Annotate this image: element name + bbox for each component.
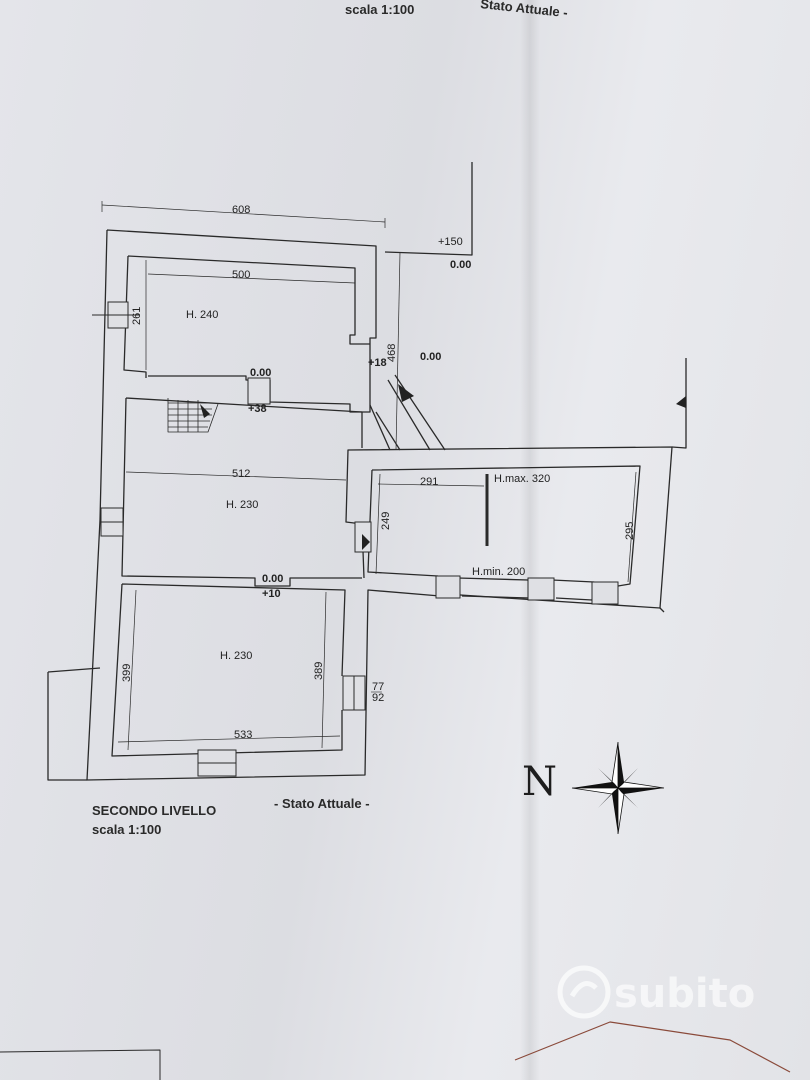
window-east-1 — [435, 575, 461, 599]
level-plus10: +10 — [262, 588, 281, 600]
caption-state: - Stato Attuale - — [274, 796, 370, 811]
door-room1 — [247, 377, 271, 405]
walls — [0, 162, 791, 1080]
level-step-zero: 0.00 — [250, 367, 271, 379]
arrows — [200, 384, 686, 550]
east-hmax-label: H.max. 320 — [494, 473, 550, 485]
room3-inner — [111, 583, 346, 757]
north-label: N — [522, 759, 557, 805]
dim-east-depth-left: 249 — [380, 512, 392, 530]
dim-middle-width: 512 — [232, 468, 250, 480]
boundary-line — [384, 162, 687, 613]
level-corr-zero: 0.00 — [420, 351, 441, 363]
stair — [167, 398, 219, 433]
dim-window-upper: 77 — [372, 681, 384, 693]
dim-room1-depth: 261 — [131, 307, 143, 325]
step-lines — [369, 374, 446, 451]
lower-roof-edge — [514, 1021, 791, 1073]
dim-room3-depth-left: 399 — [121, 664, 133, 682]
room2-height-label: H. 230 — [226, 499, 258, 511]
compass-rose-icon — [571, 741, 665, 835]
level-ext-zero: 0.00 — [450, 259, 471, 271]
level-plus18: +18 — [368, 357, 387, 369]
dim-room1-width: 500 — [232, 269, 250, 281]
subito-watermark: subito — [557, 965, 755, 1019]
annex-outline — [47, 667, 101, 781]
lower-plan-edge — [0, 1049, 161, 1080]
level-plus38: +38 — [248, 403, 267, 415]
paper-fold — [520, 0, 540, 1080]
dimension-lines — [101, 201, 637, 751]
dim-overall-width: 608 — [232, 204, 250, 216]
east-wing-south — [457, 577, 595, 601]
window-east-2 — [527, 577, 555, 601]
level-door-zero: 0.00 — [262, 573, 283, 585]
openings — [92, 301, 619, 777]
entry-arrow-icon — [398, 384, 414, 402]
door-arrow-icon — [362, 534, 370, 550]
room1-height-label: H. 240 — [186, 309, 218, 321]
dim-room3-depth-right: 389 — [313, 662, 325, 680]
dim-east-depth-right: 295 — [624, 522, 636, 540]
dim-window-lower: 92 — [372, 692, 384, 704]
dim-east-width: 291 — [420, 476, 438, 488]
dim-room3-width: 533 — [234, 729, 252, 741]
dim-corridor-depth: 468 — [386, 344, 398, 362]
subito-logo-icon — [557, 965, 611, 1019]
window-east-3 — [591, 581, 619, 605]
east-hmin-label: H.min. 200 — [472, 566, 525, 578]
top-state-label: Stato Attuale - — [480, 0, 569, 20]
caption-scale: scala 1:100 — [92, 822, 161, 837]
room3-height-label: H. 230 — [220, 650, 252, 662]
level-plus150: +150 — [438, 236, 463, 248]
stair-arrow-icon — [200, 404, 210, 418]
caption-title: SECONDO LIVELLO — [92, 803, 216, 818]
east-wing-inner — [367, 465, 641, 587]
room2-inner — [121, 397, 363, 587]
watermark-text: subito — [614, 971, 755, 1017]
top-scale-label: scala 1:100 — [345, 2, 414, 17]
boundary-arrow-icon — [676, 396, 686, 408]
